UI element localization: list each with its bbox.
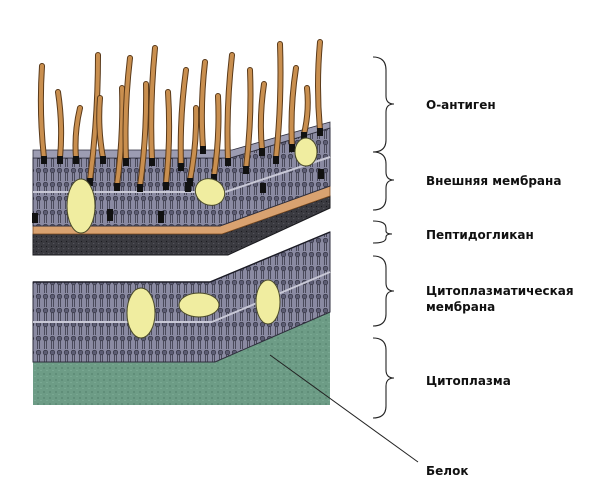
inner-protein-2 xyxy=(178,292,220,318)
o-antigen-anchor xyxy=(259,148,265,156)
protein-pointer-line xyxy=(269,354,419,463)
o-antigen-strand xyxy=(188,106,199,182)
o-antigen-strand xyxy=(164,90,172,186)
braces xyxy=(372,56,395,419)
o-antigen-anchor xyxy=(211,174,217,182)
o-antigen-strand xyxy=(258,82,266,152)
o-antigen-anchor xyxy=(137,184,143,192)
o-antigen-strand xyxy=(289,66,298,148)
anchor-blocks xyxy=(32,169,324,223)
o-antigen-strand xyxy=(225,53,234,162)
membrane-proteins xyxy=(66,137,318,339)
o-antigen-strand xyxy=(56,90,64,160)
o-antigen-chains xyxy=(37,39,323,192)
inner-protein-3 xyxy=(255,279,281,325)
o-antigen-anchor xyxy=(87,178,93,186)
o-antigen-anchor xyxy=(200,146,206,154)
o-antigen-strand xyxy=(88,53,100,182)
o-antigen-anchor xyxy=(243,166,249,174)
o-antigen-strand xyxy=(97,96,105,160)
o-antigen-strand xyxy=(123,56,132,162)
o-antigen-anchor xyxy=(301,132,307,140)
label-cytoplasmic-membrane: Цитоплазматическая мембрана xyxy=(426,283,586,315)
o-antigen-strand xyxy=(115,86,125,187)
o-antigen-anchor xyxy=(41,156,47,164)
o-antigen-strand xyxy=(199,60,207,150)
o-antigen-strand xyxy=(274,42,283,160)
o-antigen-strand xyxy=(138,82,149,188)
o-antigen-strand xyxy=(178,68,188,167)
label-peptidoglycan: Пептидогликан xyxy=(426,228,534,242)
o-antigen-anchor xyxy=(149,158,155,166)
o-antigen-anchor xyxy=(100,156,106,164)
o-antigen-strand xyxy=(73,106,82,160)
label-protein: Белок xyxy=(426,464,469,478)
o-antigen-anchor xyxy=(114,183,120,191)
outer-membrane xyxy=(32,121,331,227)
o-antigen-anchor xyxy=(225,158,231,166)
label-cytoplasmic-membrane-line2: мембрана xyxy=(426,300,496,314)
outer-protein-1 xyxy=(66,178,96,234)
outer-protein-2 xyxy=(194,178,226,206)
inner-protein-1 xyxy=(126,287,156,339)
o-antigen-anchor xyxy=(57,156,63,164)
o-antigen-anchor xyxy=(123,158,129,166)
o-antigen-strand xyxy=(316,40,322,132)
o-antigen-anchor xyxy=(273,156,279,164)
label-cytoplasmic-membrane-line1: Цитоплазматическая xyxy=(426,284,574,298)
o-antigen-anchor xyxy=(317,128,323,136)
o-antigen-anchor xyxy=(163,182,169,190)
label-cytoplasm: Цитоплазма xyxy=(426,374,511,388)
label-outer-membrane: Внешняя мембрана xyxy=(426,174,562,188)
o-antigen-anchor xyxy=(178,163,184,171)
o-antigen-strand xyxy=(302,86,310,136)
cytoplasm-region xyxy=(33,312,330,405)
label-o-antigen: О-антиген xyxy=(426,98,496,112)
o-antigen-strand xyxy=(212,94,221,178)
o-antigen-anchor xyxy=(73,156,79,164)
o-antigen-anchor xyxy=(289,144,295,152)
o-antigen-strand xyxy=(149,46,157,162)
outer-protein-3 xyxy=(294,137,318,167)
o-antigen-strand xyxy=(244,68,253,170)
o-antigen-strand xyxy=(38,64,46,160)
